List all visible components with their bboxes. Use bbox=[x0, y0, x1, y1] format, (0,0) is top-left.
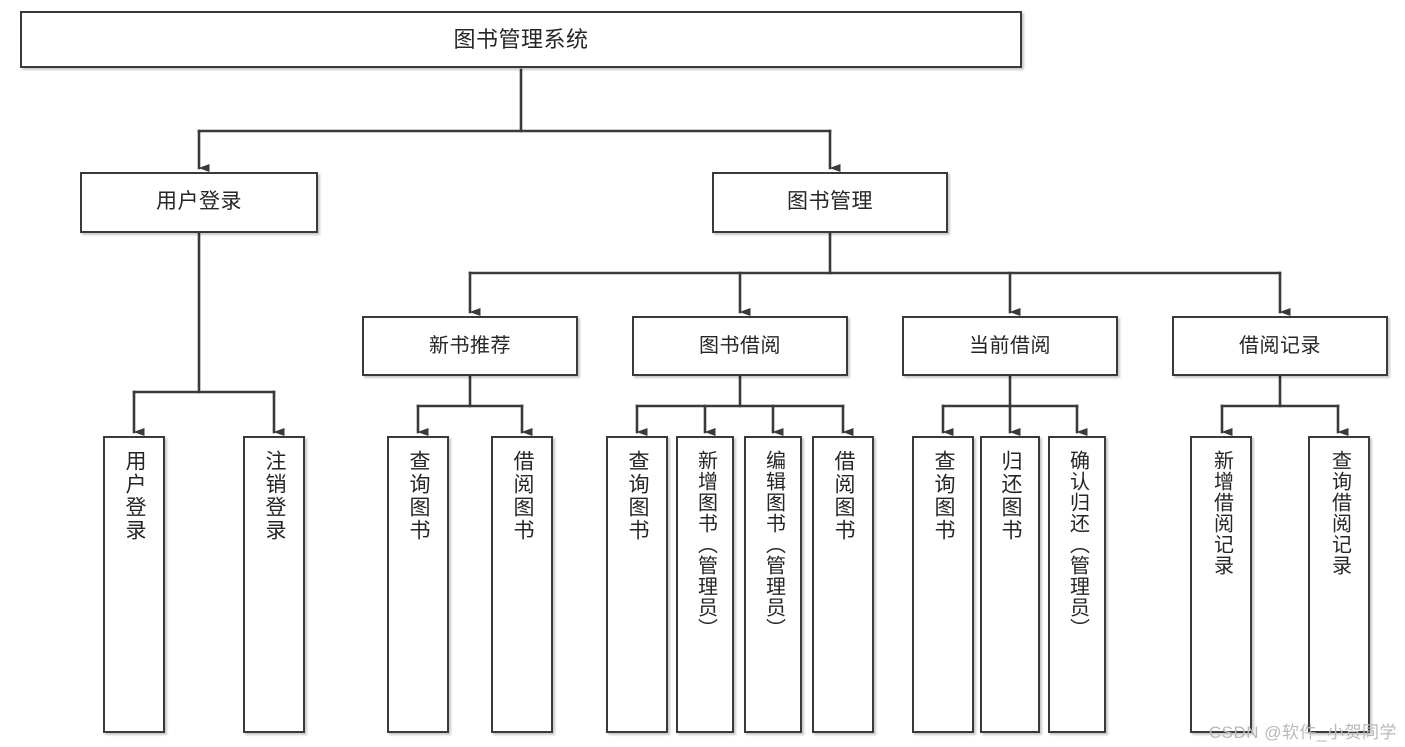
leaf-user-login[interactable]: 用户登录 bbox=[103, 436, 165, 733]
node-new-book-recommend[interactable]: 新书推荐 bbox=[362, 316, 578, 376]
leaf-logout-login[interactable]: 注销登录 bbox=[243, 436, 305, 733]
node-label: 新增图书（管理员） bbox=[694, 450, 717, 639]
node-label: 当前借阅 bbox=[969, 334, 1051, 357]
leaf-borrow-book[interactable]: 借阅图书 bbox=[812, 436, 874, 733]
node-label: 借阅图书 bbox=[511, 450, 535, 542]
node-current-borrow[interactable]: 当前借阅 bbox=[902, 316, 1118, 376]
node-book-management[interactable]: 图书管理 bbox=[712, 172, 948, 233]
node-label: 查询借阅记录 bbox=[1328, 450, 1351, 576]
leaf-query-book-current[interactable]: 查询图书 bbox=[912, 436, 974, 733]
csdn-watermark: CSDN @软件_小贺同学 bbox=[1208, 723, 1397, 742]
node-label: 归还图书 bbox=[999, 450, 1023, 542]
leaf-query-borrow-record[interactable]: 查询借阅记录 bbox=[1308, 436, 1370, 733]
node-user-login[interactable]: 用户登录 bbox=[80, 172, 318, 233]
node-label: 借阅图书 bbox=[832, 450, 856, 542]
node-borrow-record[interactable]: 借阅记录 bbox=[1172, 316, 1388, 376]
node-label: 用户登录 bbox=[123, 450, 147, 542]
node-book-borrow[interactable]: 图书借阅 bbox=[632, 316, 848, 376]
node-label: 图书管理 bbox=[787, 190, 873, 214]
node-label: 图书管理系统 bbox=[453, 26, 589, 52]
leaf-query-book-borrow[interactable]: 查询图书 bbox=[606, 436, 668, 733]
node-label: 新增借阅记录 bbox=[1210, 450, 1233, 576]
node-root-book-management-system[interactable]: 图书管理系统 bbox=[20, 11, 1022, 68]
leaf-borrow-book-recommend[interactable]: 借阅图书 bbox=[491, 436, 553, 733]
node-label: 借阅记录 bbox=[1239, 334, 1321, 357]
node-label: 确认归还（管理员） bbox=[1066, 450, 1089, 639]
leaf-query-book-recommend[interactable]: 查询图书 bbox=[387, 436, 449, 733]
leaf-add-book-admin[interactable]: 新增图书（管理员） bbox=[676, 436, 734, 733]
leaf-return-book[interactable]: 归还图书 bbox=[980, 436, 1040, 733]
node-label: 用户登录 bbox=[156, 190, 242, 214]
node-label: 查询图书 bbox=[932, 450, 956, 542]
node-label: 新书推荐 bbox=[429, 334, 511, 357]
node-label: 编辑图书（管理员） bbox=[762, 450, 785, 639]
node-label: 图书借阅 bbox=[699, 334, 781, 357]
leaf-add-borrow-record[interactable]: 新增借阅记录 bbox=[1190, 436, 1252, 733]
leaf-confirm-return-admin[interactable]: 确认归还（管理员） bbox=[1048, 436, 1106, 733]
node-label: 查询图书 bbox=[407, 450, 431, 542]
node-label: 查询图书 bbox=[626, 450, 650, 542]
node-label: 注销登录 bbox=[263, 450, 287, 542]
leaf-edit-book-admin[interactable]: 编辑图书（管理员） bbox=[744, 436, 802, 733]
